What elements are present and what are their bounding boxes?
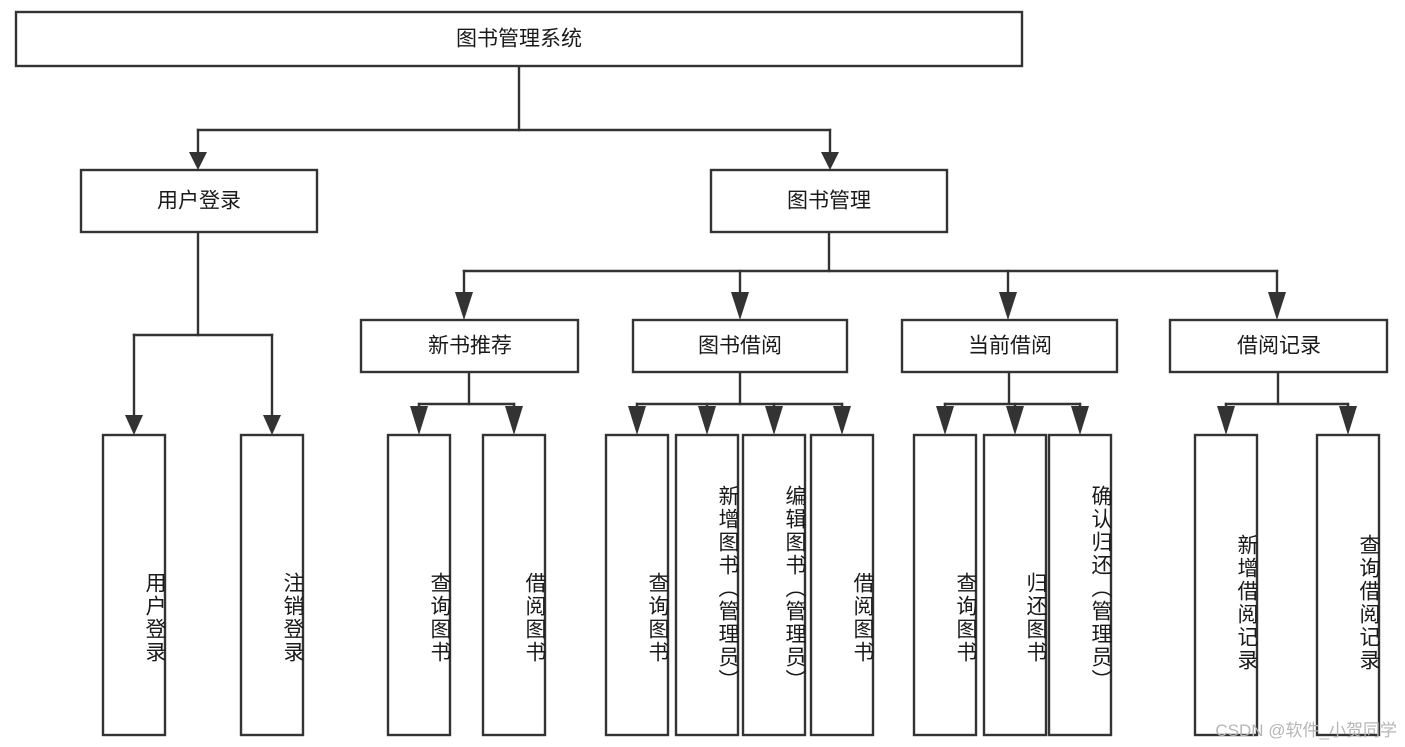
node-current-borrow[interactable] xyxy=(900,318,1119,374)
arrow-current-leaf-1 xyxy=(936,406,954,435)
node-leaf-current-borrow-2[interactable] xyxy=(982,433,1048,737)
arrow-to-borrow-record xyxy=(1268,292,1286,320)
node-book-borrow-label: 图书借阅 xyxy=(698,335,782,358)
node-leaf-new-book-2[interactable] xyxy=(481,433,547,737)
node-leaf-book-borrow-3[interactable] xyxy=(741,433,807,737)
arrow-to-current-borrow xyxy=(999,292,1017,320)
node-current-borrow-label: 当前借阅 xyxy=(968,335,1052,358)
node-borrow-record-label: 借阅记录 xyxy=(1237,335,1321,358)
node-book-management-label: 图书管理 xyxy=(787,190,871,213)
node-leaf-current-borrow-1[interactable] xyxy=(912,433,978,737)
node-leaf-user-login-1[interactable] xyxy=(101,433,167,737)
arrow-userlogin-leaf-2 xyxy=(263,415,281,435)
arrow-current-leaf-3 xyxy=(1071,406,1089,435)
node-leaf-current-borrow-3[interactable] xyxy=(1047,433,1113,737)
arrow-borrow-leaf-1 xyxy=(628,406,646,435)
arrow-borrow-leaf-4 xyxy=(833,406,851,435)
arrow-current-leaf-2 xyxy=(1006,406,1024,435)
arrow-to-user-login xyxy=(189,152,207,170)
node-root-label: 图书管理系统 xyxy=(456,28,582,51)
node-leaf-book-borrow-1[interactable] xyxy=(604,433,670,737)
node-new-book-recommend[interactable] xyxy=(359,318,580,374)
node-leaf-book-borrow-4[interactable] xyxy=(809,433,875,737)
node-leaf-book-borrow-2[interactable] xyxy=(674,433,740,737)
node-new-book-recommend-label: 新书推荐 xyxy=(428,335,512,358)
node-user-login-label: 用户登录 xyxy=(157,190,241,213)
node-layer: 图书管理系统 用户登录 图书管理 新书推荐 图书借阅 当前借阅 借阅记录 xyxy=(14,10,1389,737)
node-leaf-borrow-record-2[interactable] xyxy=(1315,433,1381,737)
arrow-newbook-leaf-2 xyxy=(505,406,523,435)
node-leaf-borrow-record-1[interactable] xyxy=(1193,433,1259,737)
node-borrow-record[interactable] xyxy=(1168,318,1389,374)
node-leaf-new-book-1[interactable] xyxy=(386,433,452,737)
arrow-borrow-leaf-3 xyxy=(765,406,783,435)
arrow-userlogin-leaf-1 xyxy=(125,415,143,435)
node-user-login[interactable] xyxy=(79,168,319,234)
node-leaf-user-login-2[interactable] xyxy=(239,433,305,737)
arrow-to-book-mgmt xyxy=(821,152,839,170)
node-book-borrow[interactable] xyxy=(631,318,849,374)
arrow-to-book-borrow xyxy=(731,292,749,320)
arrow-to-new-book xyxy=(455,292,473,320)
node-book-management[interactable] xyxy=(709,168,949,234)
arrow-borrow-leaf-2 xyxy=(698,406,716,435)
connector-layer xyxy=(125,64,1357,435)
arrow-record-leaf-1 xyxy=(1217,406,1235,435)
arrow-record-leaf-2 xyxy=(1339,406,1357,435)
node-root[interactable] xyxy=(14,10,1024,68)
arrow-newbook-leaf-1 xyxy=(410,406,428,435)
